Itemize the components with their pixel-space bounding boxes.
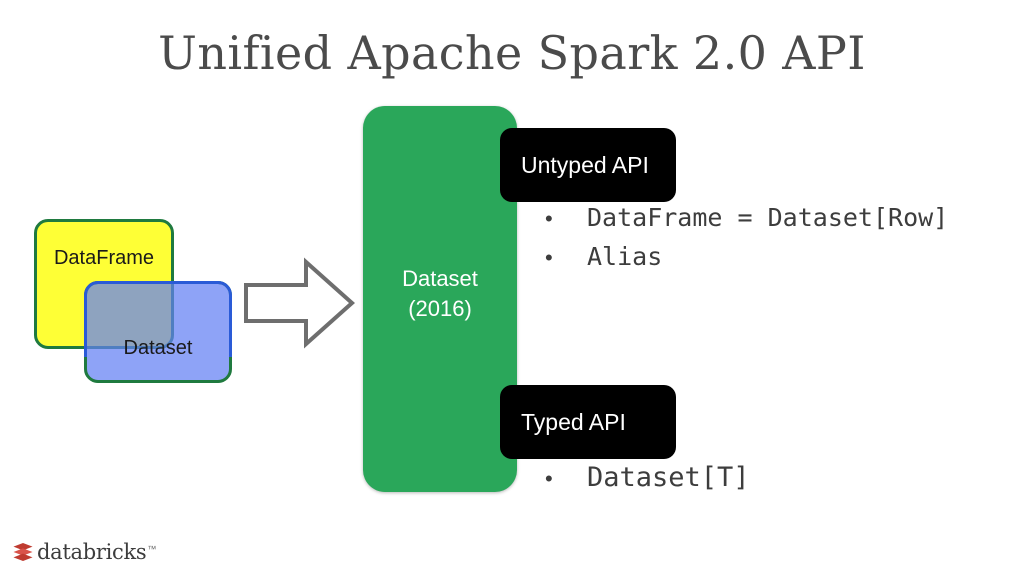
dataset-legacy-box: Dataset: [84, 281, 232, 383]
right-arrow-icon: [244, 257, 355, 349]
bullet-text: Alias: [587, 242, 663, 271]
trademark-symbol: ™: [147, 544, 157, 554]
databricks-stack-icon: [13, 543, 33, 561]
unified-dataset-box: Dataset (2016): [363, 106, 517, 492]
untyped-api-pill: Untyped API: [500, 128, 676, 202]
databricks-logo: databricks ™: [12, 540, 156, 564]
bullet-marker: •: [545, 245, 553, 270]
databricks-wordmark: databricks: [37, 540, 147, 564]
dataset-legacy-box-label: Dataset: [123, 337, 193, 359]
unified-dataset-box-line2: (2016): [408, 296, 472, 321]
bullet-text: Dataset[T]: [587, 462, 750, 493]
list-item: • DataFrame = Dataset[Row]: [545, 200, 948, 237]
bullet-marker: •: [545, 206, 553, 231]
typed-api-bullet-list: • Dataset[T]: [545, 460, 750, 499]
dataframe-box-label: DataFrame: [53, 247, 155, 269]
list-item: • Alias: [545, 239, 948, 276]
unified-dataset-box-label: Dataset (2016): [363, 264, 517, 324]
typed-api-pill: Typed API: [500, 385, 676, 459]
bullet-text: DataFrame = Dataset[Row]: [587, 203, 949, 232]
list-item: • Dataset[T]: [545, 460, 750, 497]
untyped-api-bullet-list: • DataFrame = Dataset[Row] • Alias: [545, 200, 948, 278]
unified-dataset-box-line1: Dataset: [402, 266, 478, 291]
bullet-marker: •: [545, 466, 553, 491]
page-title: Unified Apache Spark 2.0 API: [158, 26, 866, 80]
